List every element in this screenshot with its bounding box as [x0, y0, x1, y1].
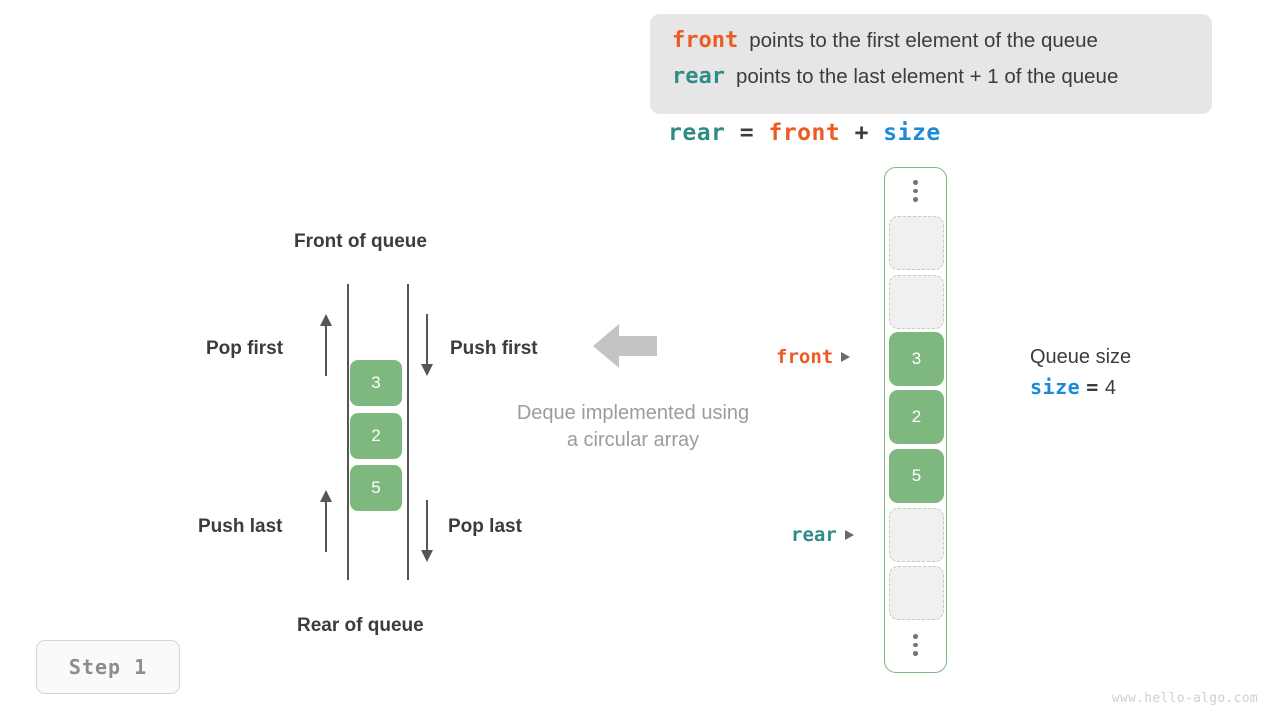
legend-line-front: front points to the first element of the…: [672, 28, 1192, 64]
formula-rear: rear: [668, 120, 726, 146]
push-last-arrow-icon: [320, 490, 332, 552]
push-last-label: Push last: [198, 516, 283, 537]
array-top-ellipsis-icon: [884, 178, 947, 204]
formula-rear-equals-front-plus-size: rear = front + size: [668, 120, 941, 146]
circular-array-container: [884, 167, 947, 673]
diagram-caption: Deque implemented using a circular array: [483, 400, 783, 454]
size-equals: =: [1086, 375, 1099, 399]
pop-last-arrow-icon: [421, 500, 433, 562]
formula-equals: =: [739, 120, 755, 146]
formula-plus: +: [854, 120, 869, 146]
rear-keyword: rear: [672, 64, 725, 89]
array-slot-empty: [889, 566, 944, 620]
formula-front: front: [768, 120, 841, 146]
array-slot-filled: 3: [889, 332, 944, 386]
deque-cell: 5: [350, 465, 402, 511]
deque-cell: 3: [350, 360, 402, 406]
legend-line-rear: rear points to the last element + 1 of t…: [672, 64, 1192, 100]
rear-pointer-label: rear: [791, 524, 837, 546]
array-slot-empty: [889, 275, 944, 329]
array-slot-filled: 2: [889, 390, 944, 444]
rear-pointer-arrow-icon: [844, 530, 854, 540]
deque-rail-right: [407, 284, 409, 580]
queue-size-title: Queue size: [1030, 346, 1132, 368]
pop-first-label: Pop first: [206, 338, 284, 359]
rear-of-queue-label: Rear of queue: [297, 615, 424, 636]
formula-size: size: [883, 120, 941, 146]
deque-cell: 2: [350, 413, 402, 459]
legend-box: front points to the first element of the…: [650, 14, 1212, 114]
front-pointer-arrow-icon: [841, 352, 851, 362]
array-bottom-ellipsis-icon: [884, 632, 947, 658]
front-description: points to the first element of the queue: [749, 29, 1098, 52]
deque-rail-left: [347, 284, 349, 580]
array-slot-empty: [889, 508, 944, 562]
push-first-arrow-icon: [421, 314, 433, 376]
front-pointer: front: [776, 346, 851, 368]
front-of-queue-label: Front of queue: [294, 231, 427, 252]
front-keyword: front: [672, 28, 739, 53]
queue-size-block: Queue size size = 4: [1030, 343, 1131, 404]
watermark: www.hello-algo.com: [1111, 691, 1258, 706]
array-slot-filled: 5: [889, 449, 944, 503]
front-pointer-label: front: [776, 346, 834, 368]
array-slot-empty: [889, 216, 944, 270]
rear-pointer: rear: [791, 524, 854, 546]
size-number: 4: [1104, 377, 1117, 399]
caption-line-1: Deque implemented using: [516, 402, 750, 424]
left-pointing-arrow-icon: [593, 324, 657, 368]
caption-line-2: a circular array: [566, 429, 700, 451]
queue-size-value: size = 4: [1030, 371, 1131, 404]
step-badge: Step 1: [36, 640, 180, 694]
pop-first-arrow-icon: [320, 314, 332, 376]
push-first-label: Push first: [450, 338, 538, 359]
rear-description: points to the last element + 1 of the qu…: [735, 65, 1119, 88]
size-variable: size: [1030, 375, 1081, 399]
pop-last-label: Pop last: [448, 516, 522, 537]
